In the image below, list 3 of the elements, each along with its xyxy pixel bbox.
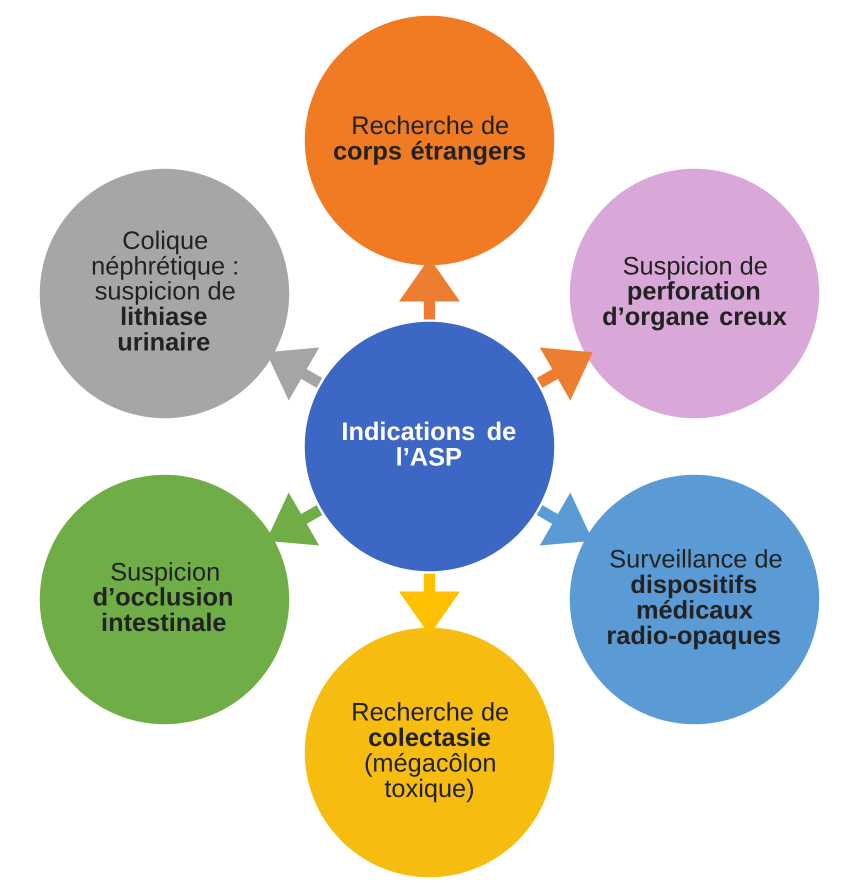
arrow xyxy=(536,348,593,400)
arrow xyxy=(398,258,460,320)
arrow xyxy=(398,574,460,636)
